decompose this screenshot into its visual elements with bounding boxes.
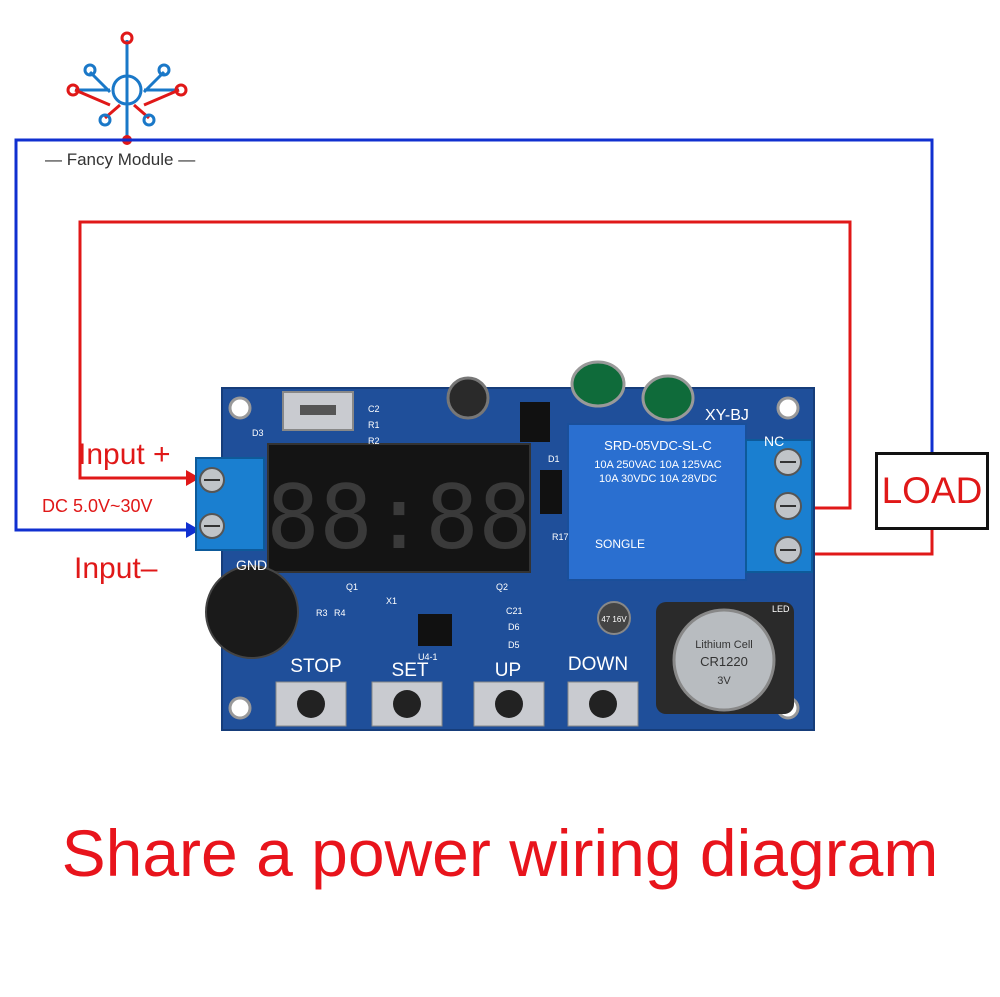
down-button-label: DOWN [568,654,628,675]
brand-logo [66,31,188,145]
label-r4: R4 [334,608,346,618]
label-r17: R17 [552,532,569,542]
up-button-label: UP [495,660,521,681]
brand-name: — Fancy Module — [45,150,196,169]
stop-button-label: STOP [290,656,341,677]
pcb-board [195,360,815,731]
board-model: XY-BJ [705,407,749,424]
label-x1: X1 [386,596,397,606]
label-r2: R2 [368,436,380,446]
label-c21: C21 [506,606,523,616]
wire-negative [14,138,934,538]
input-plus-label: Input + [78,438,171,471]
label-c2: C2 [368,404,380,414]
coin-battery [672,608,776,712]
relay-model: SRD-05VDC-SL-C [604,438,712,453]
battery-line-3: 3V [717,675,731,687]
capacitor-label: 47 16V [601,615,627,624]
capacitor-1 [570,360,626,408]
label-d1: D1 [548,454,560,464]
buzzer [205,565,299,659]
capacitor-2 [641,374,695,422]
inductor [446,376,490,420]
label-d3: D3 [252,428,264,438]
display-digits: 88:88 [267,466,532,569]
label-q2: Q2 [496,582,508,592]
voltage-range-label: DC 5.0V~30V [42,496,153,516]
button-row [275,681,639,727]
led-label: LED [772,604,790,614]
label-r1: R1 [368,420,380,430]
relay [567,423,747,581]
small-capacitor [597,601,631,635]
seven-segment-display [267,443,531,573]
relay-rating-2: 10A 30VDC 10A 28VDC [599,473,717,485]
wire-positive [78,220,934,556]
nc-label: NC [764,433,784,449]
label-r3: R3 [316,608,328,618]
ic-chip [418,614,452,646]
label-d5: D5 [508,640,520,650]
label-u4-1: U4-1 [418,652,438,662]
input-minus-label: Input– [74,552,158,585]
label-d6: D6 [508,622,520,632]
caption: Share a power wiring diagram [61,816,939,890]
load-box: LOAD [875,452,989,530]
battery-line-2: CR1220 [700,654,748,669]
set-button-label: SET [392,660,429,681]
gnd-label: GND [236,557,267,573]
relay-rating-1: 10A 250VAC 10A 125VAC [594,459,721,471]
battery-line-1: Lithium Cell [695,639,752,651]
label-q1: Q1 [346,582,358,592]
relay-brand: SONGLE [595,537,645,551]
